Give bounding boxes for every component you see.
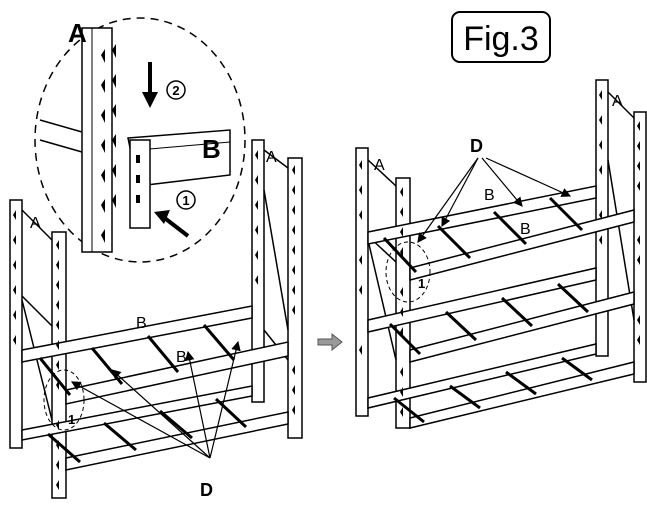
right-step-marker: 1 — [418, 276, 425, 291]
right-rack — [355, 79, 647, 429]
detail-upright-label: A — [68, 18, 87, 48]
detail-step-2: 2 — [172, 83, 179, 98]
left-rack-labels: A A B B 1 D — [30, 149, 277, 500]
right-upright-a-right: A — [612, 93, 623, 110]
detail-inset: A B 2 1 — [34, 17, 246, 263]
figure-label: Fig.3 — [463, 20, 539, 58]
left-beam-b-inner: B — [176, 349, 187, 366]
left-beam-b-top: B — [136, 315, 147, 332]
right-beam-b-front: B — [520, 221, 531, 238]
upright-slots — [101, 44, 116, 243]
left-upright-a-left: A — [30, 215, 41, 232]
left-upright-a-right: A — [266, 149, 277, 166]
right-rack-labels: A A B B 1 D — [374, 93, 623, 291]
right-beam-b-back: B — [484, 187, 495, 204]
left-rack — [9, 139, 303, 499]
right-deck-support-label: D — [470, 136, 483, 156]
detail-beam-label: B — [202, 134, 221, 164]
right-upright-a-left: A — [374, 157, 385, 174]
left-deck-support-label: D — [200, 480, 213, 500]
left-step-marker: 1 — [68, 412, 75, 427]
next-step-arrow — [317, 332, 343, 352]
figure-label-box: Fig.3 — [451, 11, 551, 63]
detail-step-1: 1 — [182, 193, 189, 208]
